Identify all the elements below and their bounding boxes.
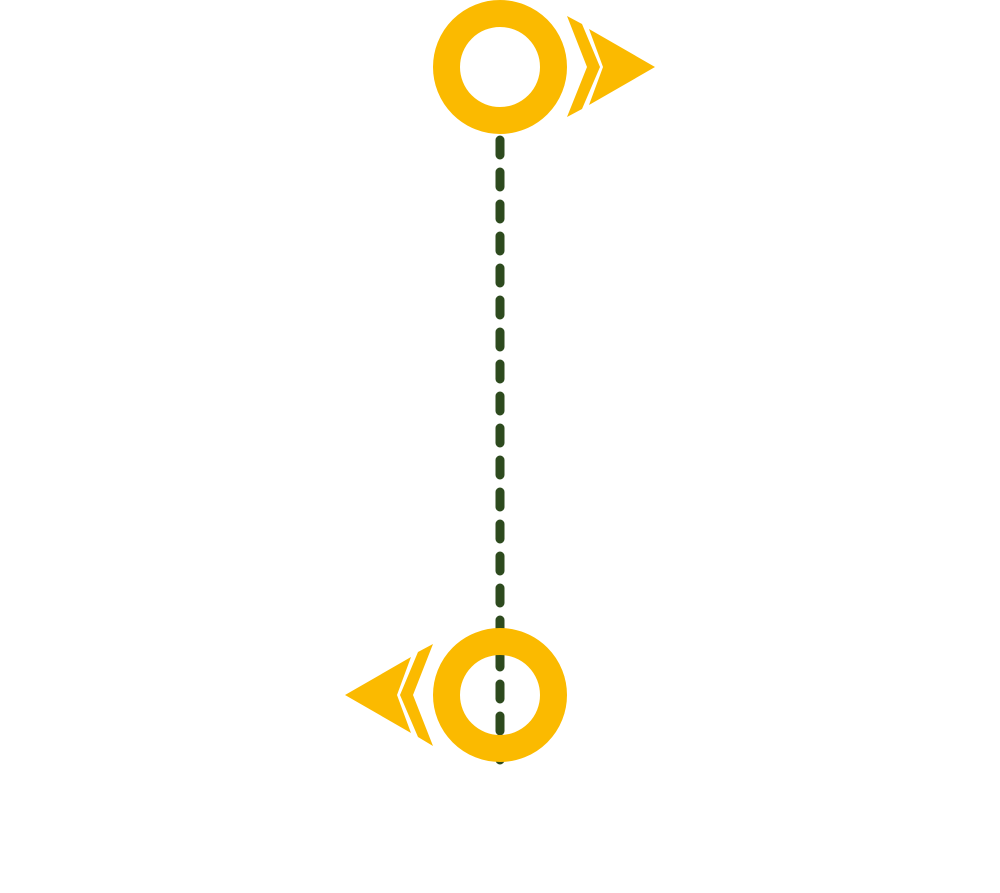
chevron-right-icon [567, 16, 600, 117]
ring-icon [433, 0, 567, 134]
arrow-right-icon [589, 29, 655, 105]
arrow-left-icon [345, 657, 411, 733]
ring-icon [433, 628, 567, 762]
end-node [345, 628, 567, 762]
chevron-left-icon [400, 644, 433, 746]
start-node [433, 0, 655, 134]
